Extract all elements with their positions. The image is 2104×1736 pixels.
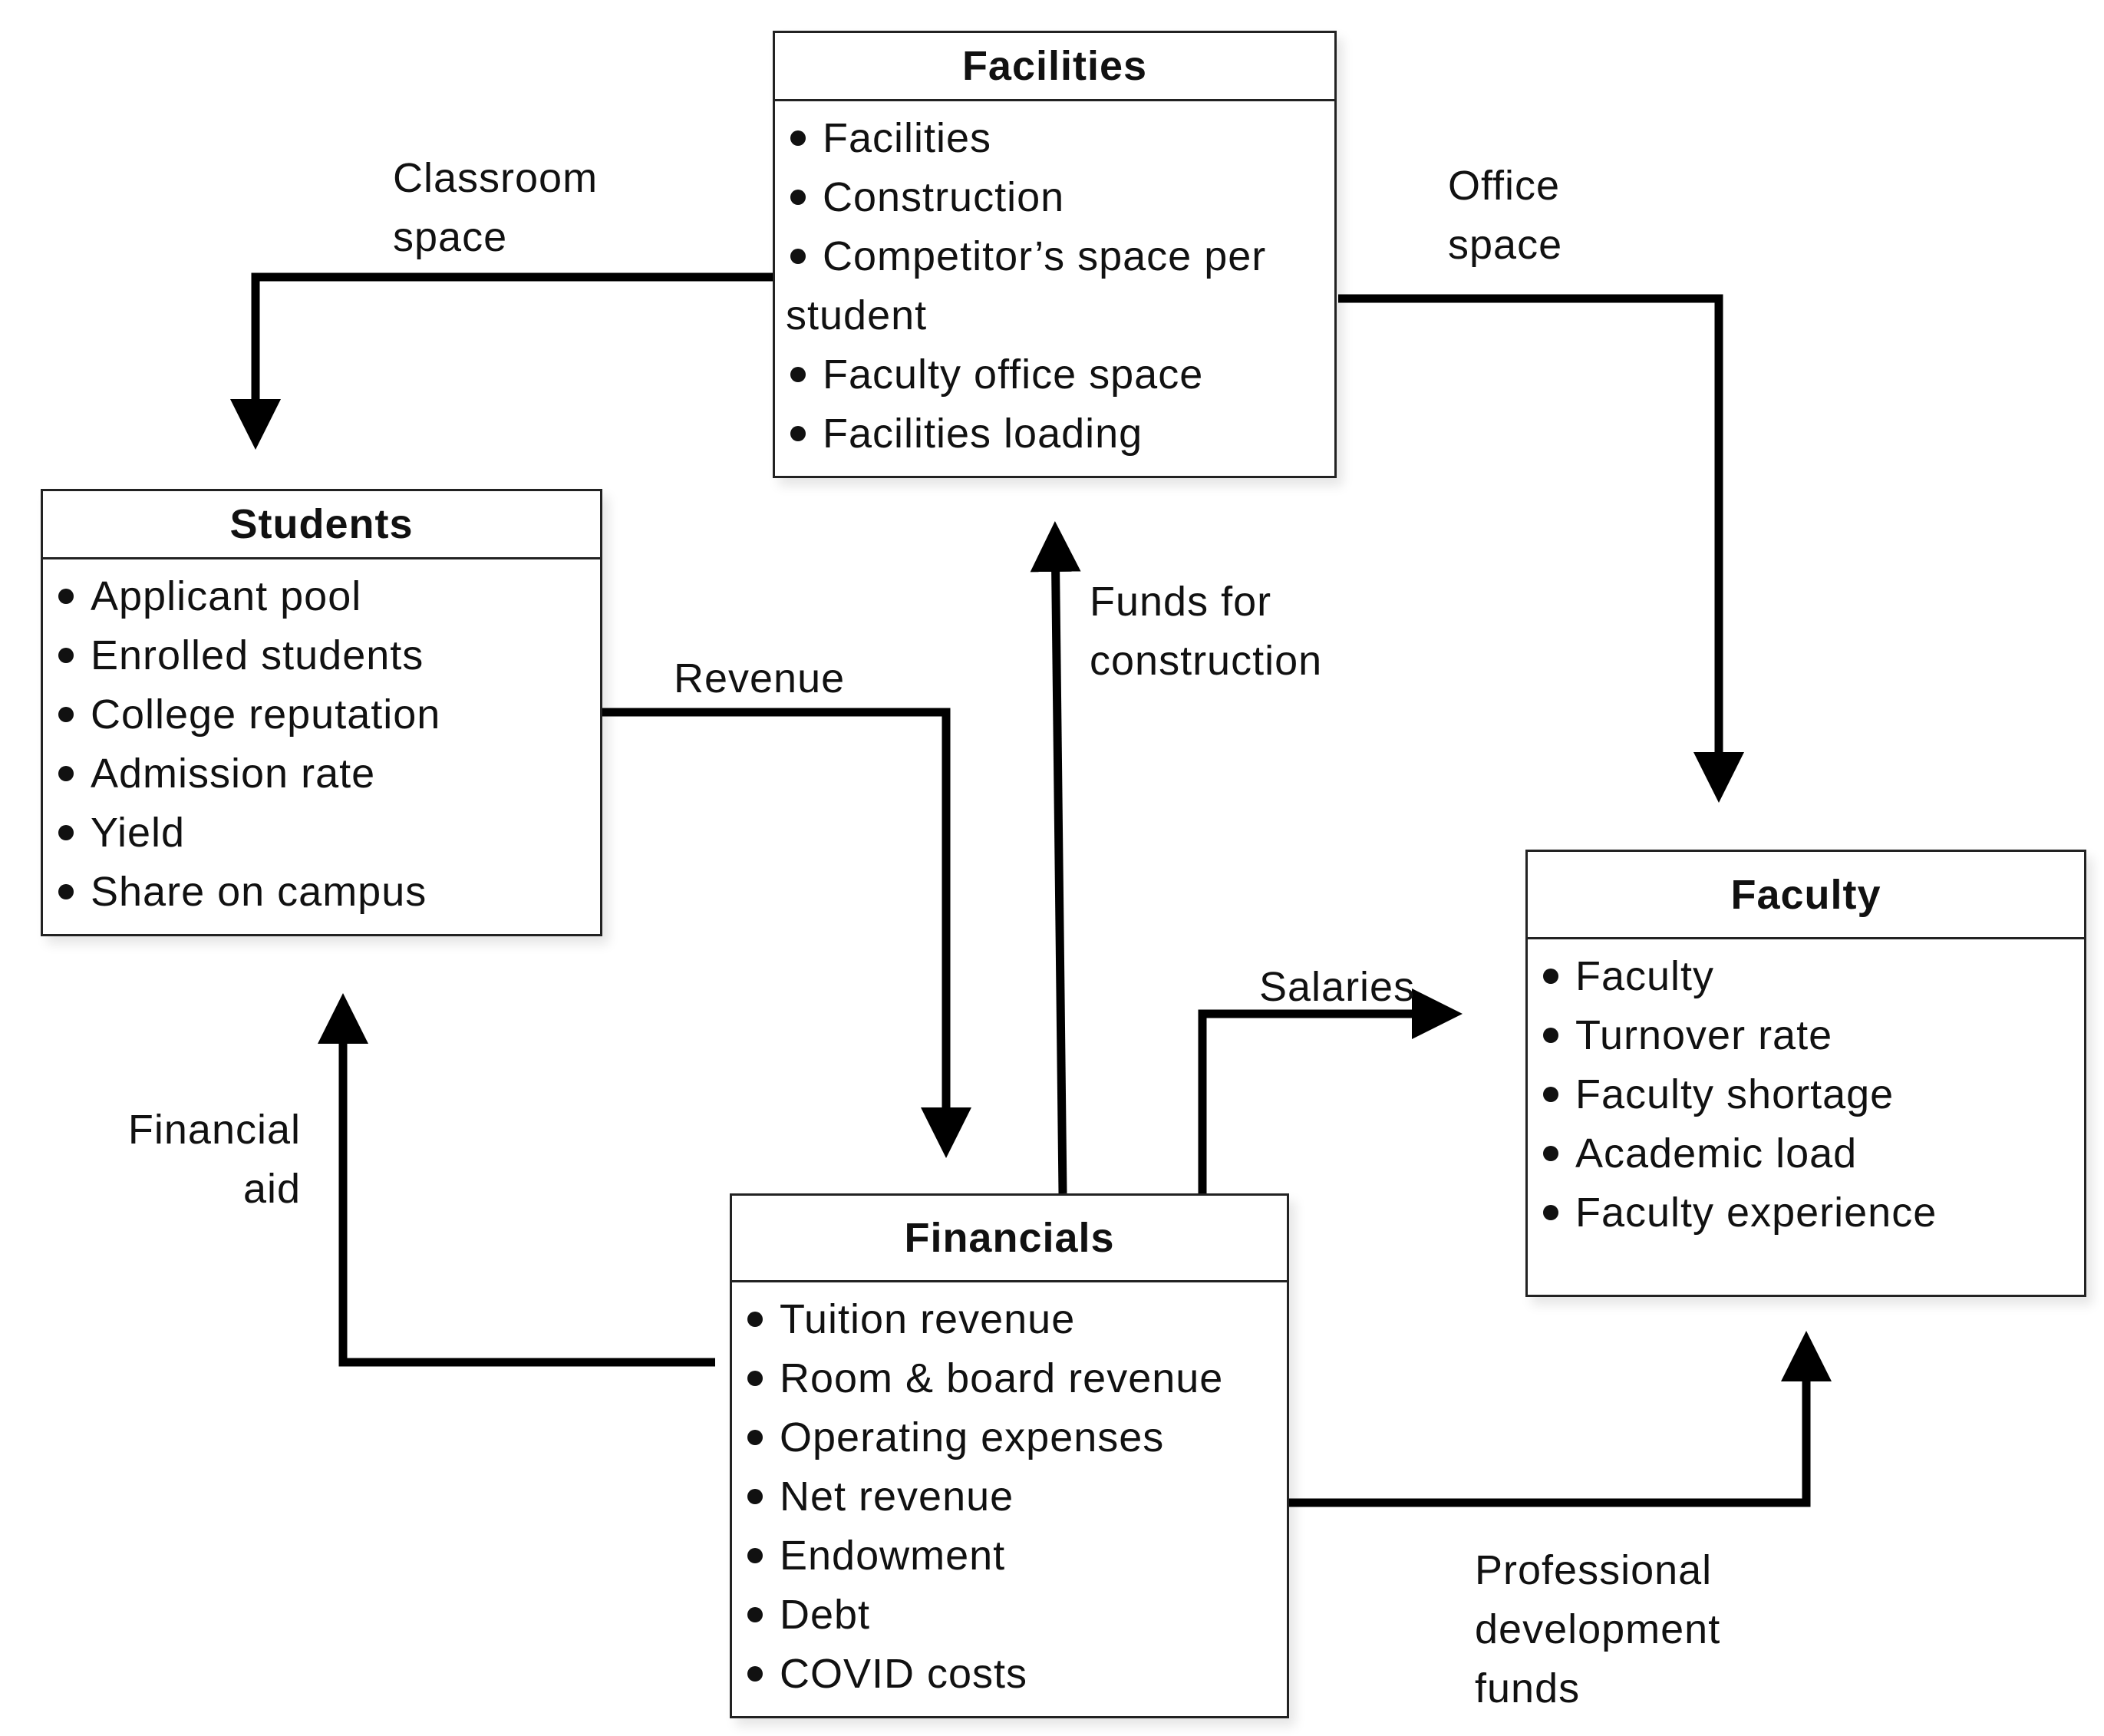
- bullet-icon: [1543, 1086, 1558, 1102]
- facilities-box: Facilities Facilities Construction Compe…: [773, 31, 1337, 478]
- bullet-icon: [58, 706, 74, 722]
- facilities-list: Facilities Construction Competitor’s spa…: [775, 101, 1334, 464]
- office-space-arrow: [1338, 294, 1744, 803]
- office-space-label: Office space: [1448, 163, 1563, 268]
- bullet-icon: [747, 1370, 763, 1386]
- facilities-title: Facilities: [775, 33, 1334, 101]
- list-item: Faculty experience: [1538, 1183, 2084, 1243]
- salaries-label: Salaries: [1259, 964, 1416, 1010]
- list-item: Construction: [786, 168, 1334, 227]
- list-item: Enrolled students: [54, 626, 600, 685]
- bullet-icon: [747, 1311, 763, 1327]
- bullet-icon: [790, 425, 806, 441]
- bullet-icon: [1543, 1204, 1558, 1220]
- bullet-icon: [58, 765, 74, 781]
- list-item: Faculty: [1538, 947, 2084, 1006]
- professional-development-funds-arrow: [1285, 1331, 1832, 1507]
- list-item: Share on campus: [54, 863, 600, 922]
- financials-box: Financials Tuition revenue Room & board …: [730, 1193, 1289, 1718]
- faculty-title: Faculty: [1528, 852, 2084, 939]
- bullet-icon: [790, 189, 806, 205]
- list-item: COVID costs: [743, 1645, 1287, 1704]
- faculty-box: Faculty Faculty Turnover rate Faculty sh…: [1525, 850, 2086, 1297]
- list-item: Admission rate: [54, 744, 600, 804]
- list-item: Net revenue: [743, 1467, 1287, 1526]
- classroom-space-arrow: [230, 272, 777, 450]
- bullet-icon: [747, 1665, 763, 1682]
- list-item: Yield: [54, 804, 600, 863]
- bullet-icon: [747, 1488, 763, 1504]
- list-item: Facilities: [786, 109, 1334, 168]
- bullet-icon: [1543, 968, 1558, 984]
- list-item: Operating expenses: [743, 1408, 1287, 1467]
- financials-title: Financials: [732, 1196, 1287, 1282]
- faculty-list: Faculty Turnover rate Faculty shortage A…: [1528, 939, 2084, 1243]
- bullet-icon: [58, 883, 74, 899]
- funds-for-construction-label: Funds for construction: [1090, 579, 1323, 684]
- bullet-icon: [1543, 1027, 1558, 1043]
- financials-list: Tuition revenue Room & board revenue Ope…: [732, 1282, 1287, 1704]
- list-item: Faculty shortage: [1538, 1065, 2084, 1124]
- list-item: Facilities loading: [786, 404, 1334, 464]
- list-item: Endowment: [743, 1526, 1287, 1586]
- bullet-icon: [790, 130, 806, 146]
- list-item: Debt: [743, 1586, 1287, 1645]
- list-item: College reputation: [54, 685, 600, 744]
- list-item: Room & board revenue: [743, 1349, 1287, 1408]
- bullet-icon: [58, 588, 74, 604]
- list-item: Competitor’s space per student: [786, 233, 1267, 338]
- revenue-arrow: [596, 708, 971, 1158]
- students-box: Students Applicant pool Enrolled student…: [41, 489, 602, 936]
- bullet-icon: [790, 248, 806, 264]
- professional-development-funds-label: Professional development funds: [1475, 1547, 1721, 1711]
- classroom-space-label: Classroom space: [393, 155, 599, 260]
- funds-for-construction-arrow: [1030, 521, 1081, 1194]
- bullet-icon: [747, 1606, 763, 1622]
- list-item: Applicant pool: [54, 567, 600, 626]
- bullet-icon: [58, 824, 74, 840]
- list-item: Tuition revenue: [743, 1290, 1287, 1349]
- bullet-icon: [790, 366, 806, 382]
- list-item: Faculty office space: [786, 345, 1334, 404]
- list-item: Turnover rate: [1538, 1006, 2084, 1065]
- bullet-icon: [747, 1429, 763, 1445]
- list-item: Academic load: [1538, 1124, 2084, 1183]
- students-title: Students: [43, 491, 600, 559]
- bullet-icon: [58, 647, 74, 663]
- financial-aid-label: Financial aid: [127, 1107, 301, 1212]
- students-list: Applicant pool Enrolled students College…: [43, 559, 600, 922]
- bullet-icon: [1543, 1145, 1558, 1161]
- salaries-arrow: [1198, 988, 1463, 1197]
- financial-aid-arrow: [318, 993, 715, 1367]
- revenue-label: Revenue: [674, 655, 846, 701]
- bullet-icon: [747, 1547, 763, 1563]
